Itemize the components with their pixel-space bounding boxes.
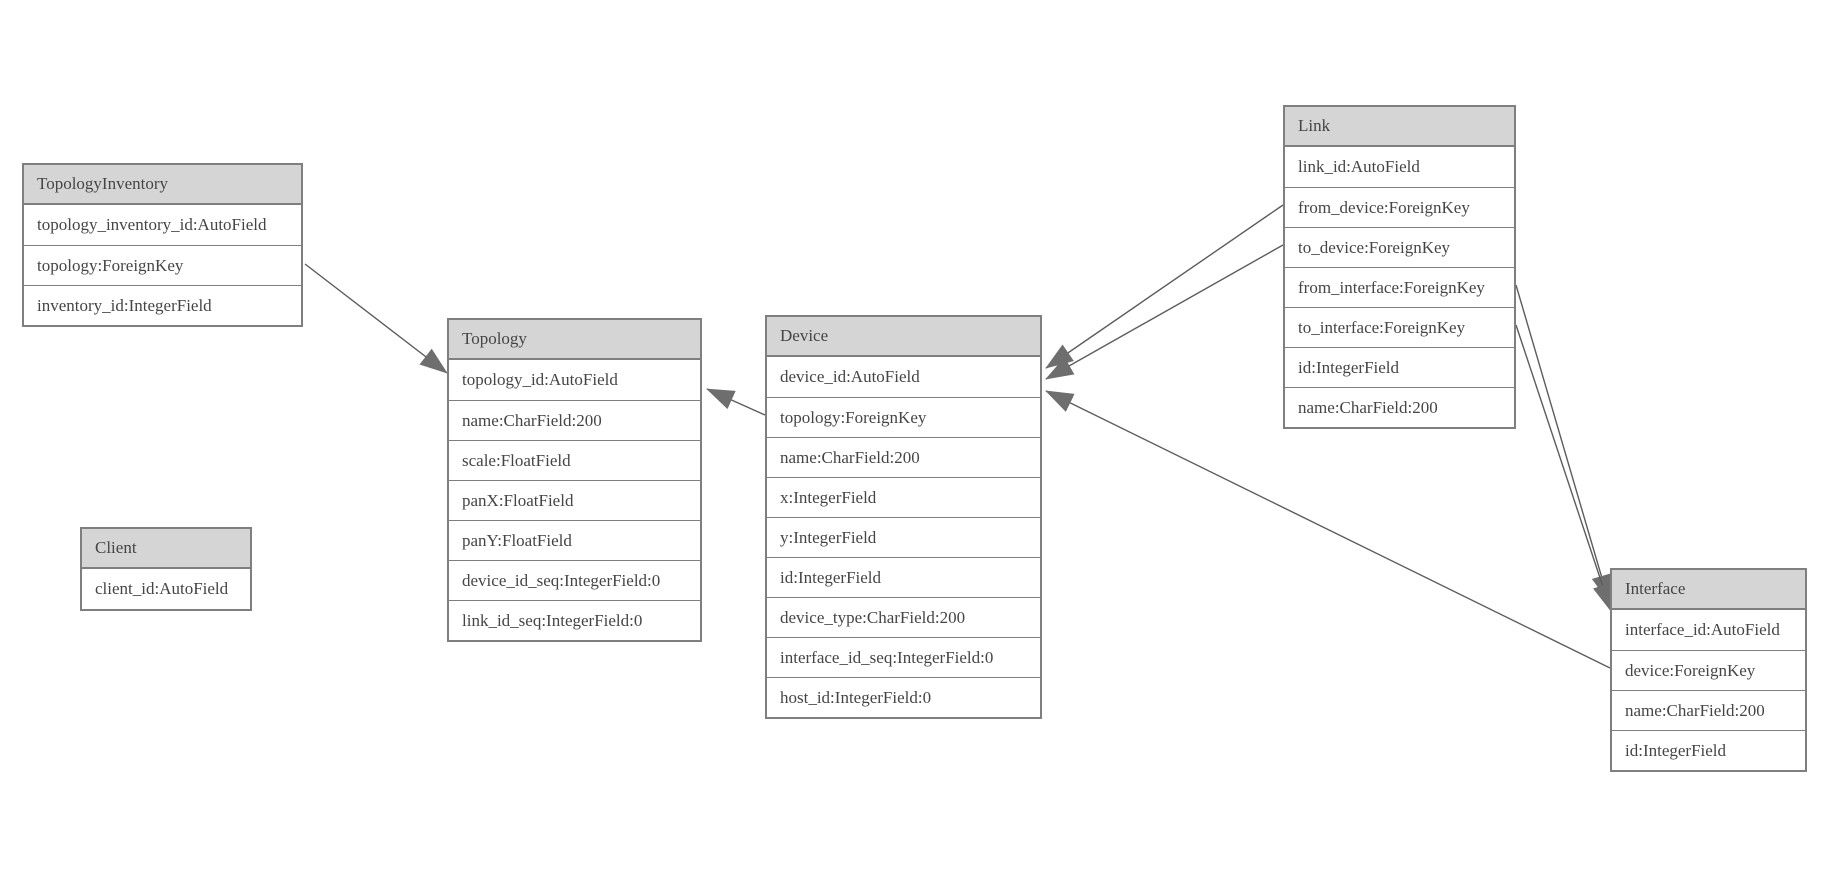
field-row-device-id-seq: device_id_seq:IntegerField:0 <box>449 560 700 600</box>
field-row-device-type: device_type:CharField:200 <box>767 597 1040 637</box>
field-row-host-id: host_id:IntegerField:0 <box>767 677 1040 717</box>
field-row-panx: panX:FloatField <box>449 480 700 520</box>
field-row-name: name:CharField:200 <box>449 400 700 440</box>
field-row-inventory-id: inventory_id:IntegerField <box>24 285 301 325</box>
relation-interface-device-to-device-device-id <box>1045 390 1611 669</box>
field-row-name: name:CharField:200 <box>1285 387 1514 427</box>
field-row-link-id-seq: link_id_seq:IntegerField:0 <box>449 600 700 640</box>
relation-link-from-interface-to-interface-interface-id <box>1515 284 1611 603</box>
field-row-link-id: link_id:AutoField <box>1285 147 1514 187</box>
field-row-scale: scale:FloatField <box>449 440 700 480</box>
field-row-topology-inventory-id: topology_inventory_id:AutoField <box>24 205 301 245</box>
field-row-id: id:IntegerField <box>1612 730 1805 770</box>
field-row-name: name:CharField:200 <box>1612 690 1805 730</box>
entity-title: Link <box>1285 107 1514 147</box>
relation-device-topology-to-topology-topology-id <box>706 388 766 416</box>
field-row-device-id: device_id:AutoField <box>767 357 1040 397</box>
field-row-to-interface: to_interface:ForeignKey <box>1285 307 1514 347</box>
relation-topologyinventory-topology-to-topology-topology-id <box>304 263 448 374</box>
field-row-to-device: to_device:ForeignKey <box>1285 227 1514 267</box>
field-row-from-device: from_device:ForeignKey <box>1285 187 1514 227</box>
field-row-name: name:CharField:200 <box>767 437 1040 477</box>
entity-title: TopologyInventory <box>24 165 301 205</box>
relation-link-from-device-to-device-device-id <box>1045 204 1284 369</box>
field-row-id: id:IntegerField <box>1285 347 1514 387</box>
entity-title: Topology <box>449 320 700 360</box>
field-row-topology: topology:ForeignKey <box>24 245 301 285</box>
field-row-device: device:ForeignKey <box>1612 650 1805 690</box>
relation-link-to-interface-to-interface-interface-id <box>1515 324 1612 612</box>
field-row-interface-id-seq: interface_id_seq:IntegerField:0 <box>767 637 1040 677</box>
field-row-topology: topology:ForeignKey <box>767 397 1040 437</box>
field-row-x: x:IntegerField <box>767 477 1040 517</box>
field-row-pany: panY:FloatField <box>449 520 700 560</box>
entity-title: Interface <box>1612 570 1805 610</box>
entity-title: Client <box>82 529 250 569</box>
field-row-interface-id: interface_id:AutoField <box>1612 610 1805 650</box>
field-row-client-id: client_id:AutoField <box>82 569 250 609</box>
entity-title: Device <box>767 317 1040 357</box>
field-row-from-interface: from_interface:ForeignKey <box>1285 267 1514 307</box>
field-row-id: id:IntegerField <box>767 557 1040 597</box>
field-row-topology-id: topology_id:AutoField <box>449 360 700 400</box>
field-row-y: y:IntegerField <box>767 517 1040 557</box>
relation-link-to-device-to-device-device-id <box>1045 244 1284 380</box>
